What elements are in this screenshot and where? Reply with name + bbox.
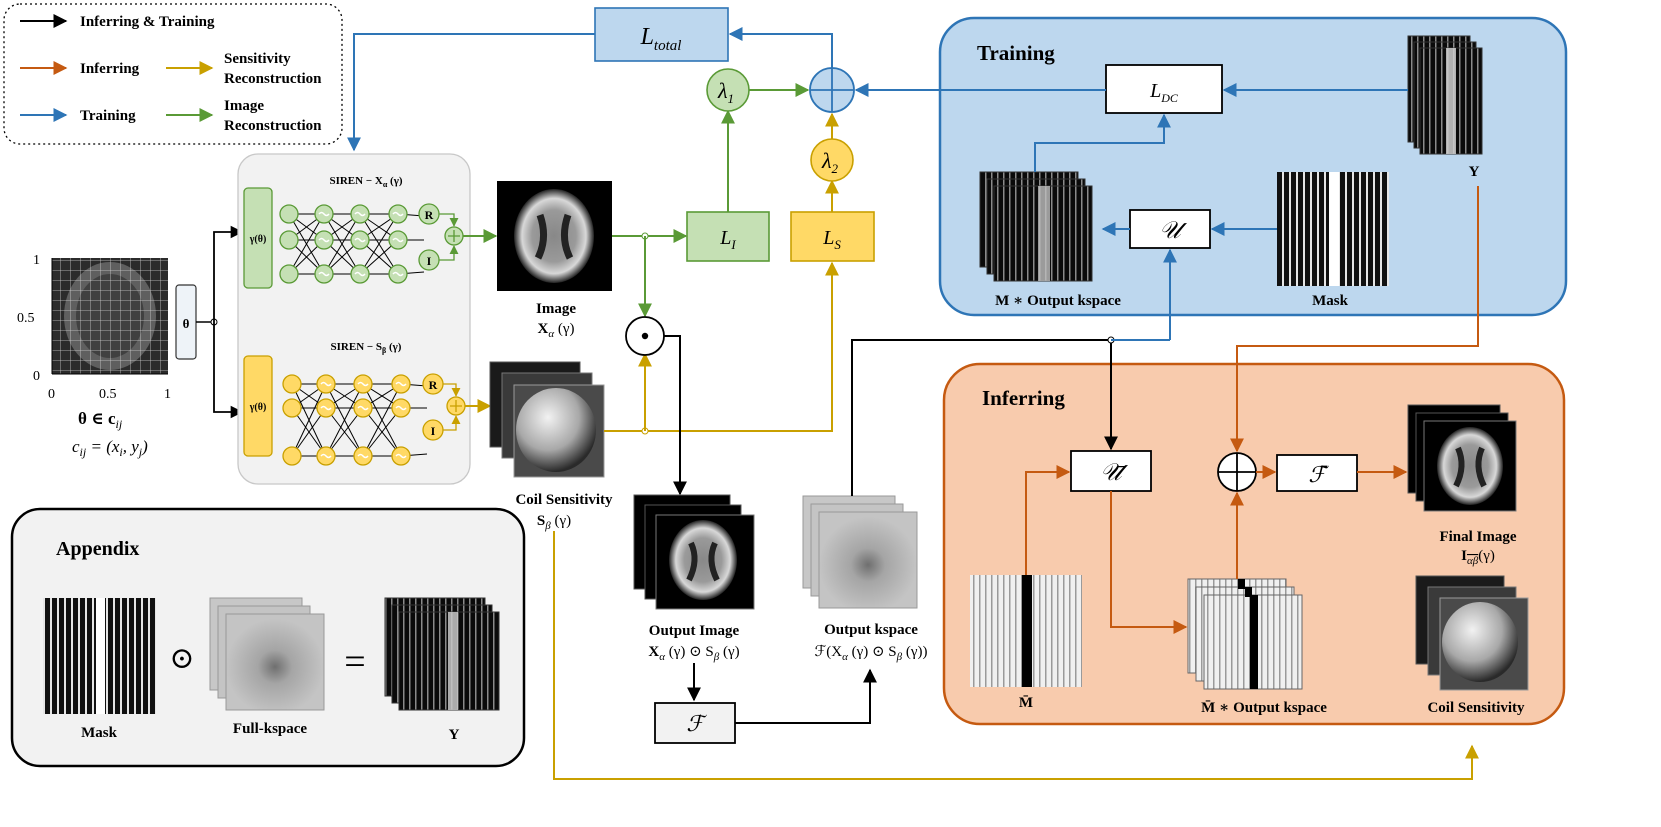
legend-inferring: Inferring	[80, 61, 140, 77]
siren-bottom-node-0-2	[282, 446, 302, 466]
siren-bottom-node-0-0	[282, 374, 302, 394]
inferring-mbar	[970, 575, 1082, 687]
siren-panel: SIREN − Xα (γ) γ(θ) R I SIREN − Sβ (γ) γ…	[237, 153, 471, 485]
svg-text:γ(θ): γ(θ)	[249, 402, 267, 413]
cij-equation: cij = (xi, yj)	[72, 437, 148, 459]
grid-tick-x-1: 1	[164, 387, 171, 402]
legend-img-recon-1: Image	[224, 98, 264, 114]
appendix-panel: Appendix Mask ⊙ Full-kspace = Y	[10, 507, 526, 768]
appendix-mask-label: Mask	[81, 725, 117, 741]
svg-text:λ1: λ1	[717, 78, 734, 106]
svg-text:I: I	[427, 254, 432, 268]
appendix-y-stack	[384, 597, 500, 711]
final-image-stack	[1407, 404, 1517, 512]
output-kspace-label-1: Output kspace	[824, 622, 918, 638]
appendix-title: Appendix	[56, 538, 139, 560]
lambda1-circle: λ1	[706, 68, 750, 112]
undersample-bar-box	[1070, 450, 1152, 492]
appendix-full-kspace	[209, 597, 325, 711]
grid-tick-y-0: 0	[33, 369, 40, 384]
inferring-coil-label: Coil Sensitivity	[1427, 700, 1525, 716]
coordinate-grid: 1 0.5 0 0 0.5 1 θ ∈ cij cij = (xi, yj)	[17, 253, 171, 459]
training-panel: Training LDC Y M ∗ Output kspace 𝒰 Mask	[854, 16, 1568, 340]
theta-equation: θ ∈ cij	[78, 409, 123, 431]
svg-text:ℱ̄: ℱ̄	[1308, 462, 1329, 487]
svg-text:θ: θ	[183, 316, 190, 331]
training-mkspace-label: M ∗ Output kspace	[995, 293, 1121, 309]
svg-text:LDC: LDC	[1149, 80, 1179, 105]
legend-infer-train: Inferring & Training	[80, 14, 215, 30]
svg-text:LS: LS	[822, 227, 841, 252]
image-label-1: Image	[536, 301, 576, 317]
output-kspace-stack	[802, 495, 918, 609]
legend-training: Training	[80, 108, 136, 124]
appendix-equals: =	[344, 641, 365, 683]
appendix-full-kspace-label: Full-kspace	[233, 721, 308, 737]
grid-tick-y-05: 0.5	[17, 311, 35, 326]
gamma-encoding-top	[243, 187, 273, 289]
theta-box: θ	[175, 284, 197, 360]
output-kspace-label-2: ℱ(Xα (γ) ⊙ Sβ (γ))	[814, 644, 927, 663]
appendix-y-label: Y	[449, 727, 460, 743]
siren-top-node-0-0	[279, 204, 299, 224]
svg-text:ℱ: ℱ	[686, 711, 707, 736]
training-title: Training	[977, 41, 1055, 65]
inferring-title: Inferring	[982, 386, 1065, 410]
siren-top-node-0-2	[279, 264, 299, 284]
training-y-label: Y	[1469, 164, 1480, 180]
output-image-label-1: Output Image	[649, 623, 740, 639]
inferring-panel: Inferring 𝒰̄ ℱ̄ M̄ M̄ ∗ Output kspace	[942, 362, 1566, 726]
coil-label-1: Coil Sensitivity	[515, 492, 613, 508]
svg-text:λ2: λ2	[821, 148, 839, 176]
gamma-encoding-bottom	[243, 355, 273, 457]
svg-text:I: I	[431, 424, 436, 438]
final-image-label-1: Final Image	[1439, 529, 1516, 545]
siren-top-node-0-1	[279, 230, 299, 250]
image-x-alpha: Image Xα (γ)	[497, 181, 612, 340]
svg-text:LI: LI	[719, 227, 736, 252]
final-image-label-2: Iαβ(γ)	[1461, 548, 1495, 567]
appendix-odot: ⊙	[169, 642, 194, 675]
siren-bottom-node-0-1	[282, 398, 302, 418]
siren-top-title: SIREN − Xα (γ)	[329, 175, 402, 189]
output-image-stack	[633, 494, 755, 610]
legend: Inferring & Training Inferring Training …	[3, 3, 343, 145]
coil-label-2: Sβ (γ)	[537, 513, 571, 532]
lambda2-circle: λ2	[810, 138, 854, 182]
svg-text:Ltotal: Ltotal	[640, 24, 682, 54]
legend-sens-recon-1: Sensitivity	[224, 51, 291, 67]
odot-multiply	[625, 316, 665, 356]
siren-bottom-title: SIREN − Sβ (γ)	[331, 341, 402, 355]
grid-tick-x-0: 0	[48, 387, 55, 402]
inferring-mbar-kspace-label: M̄ ∗ Output kspace	[1201, 700, 1327, 716]
fourier-box: ℱ	[654, 702, 736, 744]
grid-tick-x-05: 0.5	[99, 387, 117, 402]
undersample-box	[1129, 209, 1211, 249]
training-mask-label: Mask	[1312, 293, 1348, 309]
svg-text:γ(θ): γ(θ)	[249, 234, 267, 245]
legend-img-recon-2: Reconstruction	[224, 118, 322, 134]
svg-text:R: R	[425, 208, 434, 222]
loss-total-box: Ltotal	[594, 7, 729, 62]
grid-tick-y-1: 1	[33, 253, 40, 268]
inferring-mbar-kspace-stack	[1187, 578, 1303, 690]
training-mask	[1277, 172, 1389, 286]
loss-sum	[809, 67, 855, 113]
appendix-mask	[43, 598, 156, 714]
image-label-2: Xα (γ)	[538, 321, 575, 340]
training-mkspace-stack	[979, 171, 1093, 282]
svg-text:R: R	[429, 378, 438, 392]
loss-li-box: LI	[686, 211, 770, 262]
loss-ls-box: LS	[790, 211, 875, 262]
output-image-label-2: Xα (γ) ⊙ Sβ (γ)	[648, 644, 739, 663]
coil-sensitivity-stack: Coil Sensitivity Sβ (γ)	[489, 361, 613, 532]
training-y-stack	[1407, 35, 1483, 155]
loss-dc-box	[1105, 64, 1223, 114]
inferring-coil-stack	[1415, 575, 1529, 691]
inferring-mbar-label: M̄	[1019, 695, 1033, 711]
legend-sens-recon-2: Reconstruction	[224, 71, 322, 87]
